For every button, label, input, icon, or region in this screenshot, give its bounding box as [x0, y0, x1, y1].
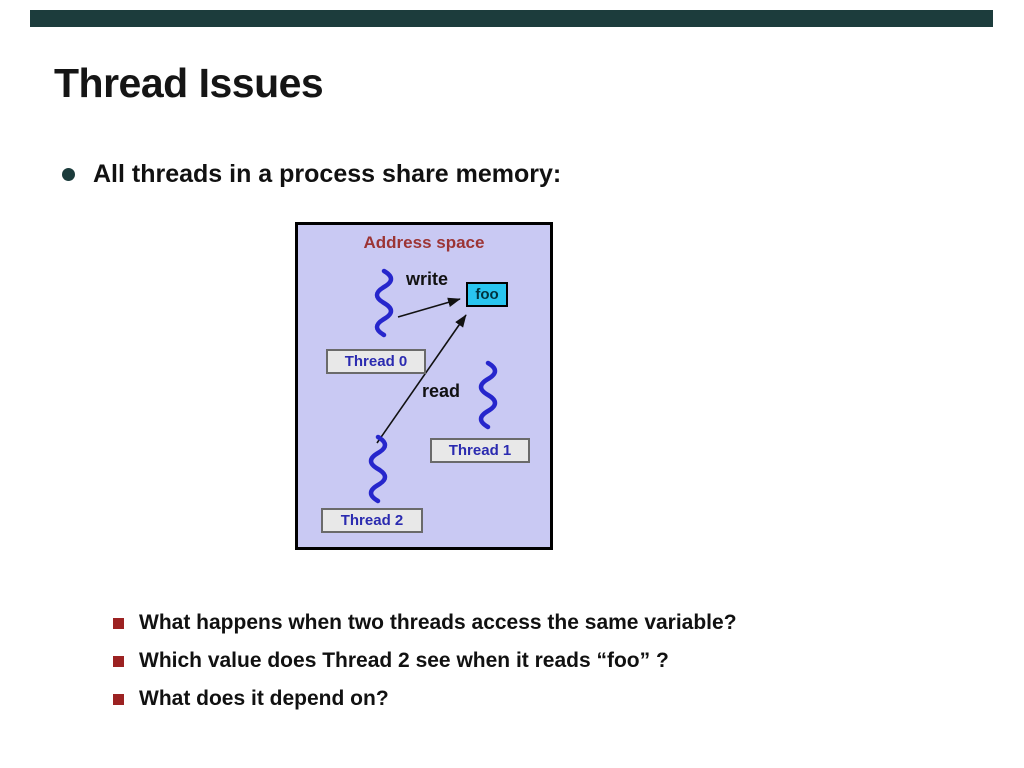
main-bullet: All threads in a process share memory:	[62, 160, 561, 189]
thread1-box: Thread 1	[430, 438, 530, 463]
top-accent-bar	[30, 10, 993, 27]
address-space-diagram: Address space write foo Thread 0 read Th…	[295, 222, 553, 550]
foo-variable-box: foo	[466, 282, 508, 307]
question-text: What happens when two threads access the…	[139, 611, 737, 634]
question-list: What happens when two threads access the…	[113, 604, 737, 718]
bullet-icon	[62, 168, 75, 181]
question-item: What happens when two threads access the…	[113, 604, 737, 642]
diagram-canvas	[368, 268, 498, 504]
square-bullet-icon	[113, 693, 124, 705]
thread0-box: Thread 0	[326, 349, 426, 374]
read-label: read	[422, 381, 461, 401]
question-item: What does it depend on?	[113, 680, 737, 718]
main-bullet-text: All threads in a process share memory:	[93, 160, 562, 188]
thread0-squiggle	[374, 268, 394, 338]
question-text: Which value does Thread 2 see when it re…	[139, 649, 669, 672]
diagram-title: Address space	[363, 233, 485, 252]
square-bullet-icon	[113, 655, 124, 667]
question-text: What does it depend on?	[139, 687, 389, 710]
read-arrow	[376, 314, 467, 444]
square-bullet-icon	[113, 617, 124, 629]
thread1-squiggle	[478, 360, 498, 430]
write-label: write	[406, 269, 449, 289]
thread2-squiggle	[368, 434, 388, 504]
thread2-box: Thread 2	[321, 508, 423, 533]
write-arrow	[397, 297, 461, 318]
page-title: Thread Issues	[54, 60, 324, 106]
question-item: Which value does Thread 2 see when it re…	[113, 642, 737, 680]
